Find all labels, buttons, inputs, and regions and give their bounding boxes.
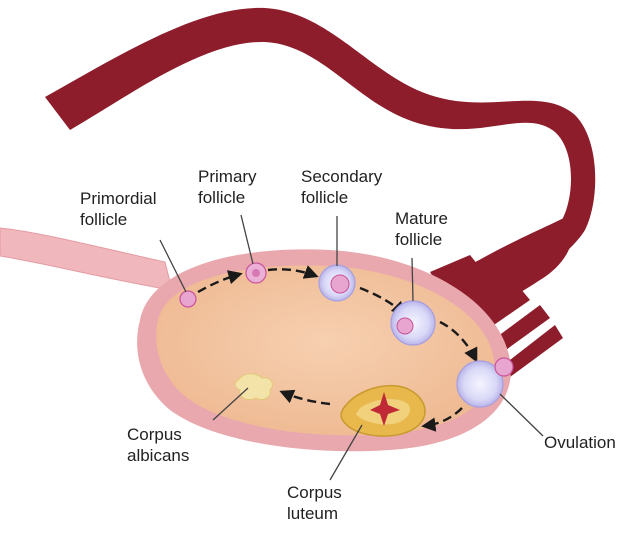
- label-mature-line2: follicle: [395, 229, 448, 250]
- label-primordial-follicle: Primordial follicle: [80, 188, 157, 230]
- label-secondary-line2: follicle: [301, 187, 382, 208]
- label-primordial-line1: Primordial: [80, 188, 157, 209]
- label-primary-follicle: Primary follicle: [198, 166, 257, 208]
- secondary-follicle: [319, 265, 355, 301]
- label-mature-follicle: Mature follicle: [395, 208, 448, 250]
- label-mature-line1: Mature: [395, 208, 448, 229]
- label-corpus-luteum: Corpus luteum: [287, 482, 342, 524]
- corpus-albicans: [235, 374, 272, 400]
- label-corpus-albicans: Corpus albicans: [127, 424, 189, 466]
- primary-follicle: [246, 263, 266, 283]
- label-corpus-albicans-line1: Corpus: [127, 424, 189, 445]
- mature-follicle: [391, 301, 435, 345]
- label-secondary-line1: Secondary: [301, 166, 382, 187]
- label-corpus-luteum-line2: luteum: [287, 503, 342, 524]
- primordial-follicle: [180, 291, 196, 307]
- label-corpus-luteum-line1: Corpus: [287, 482, 342, 503]
- label-primordial-line2: follicle: [80, 209, 157, 230]
- ovarian-ligament: [0, 228, 172, 290]
- label-primary-line2: follicle: [198, 187, 257, 208]
- label-corpus-albicans-line2: albicans: [127, 445, 189, 466]
- leader-ovulation: [500, 394, 543, 436]
- label-ovulation-text: Ovulation: [544, 432, 616, 453]
- label-secondary-follicle: Secondary follicle: [301, 166, 382, 208]
- label-primary-line1: Primary: [198, 166, 257, 187]
- label-ovulation: Ovulation: [544, 432, 616, 453]
